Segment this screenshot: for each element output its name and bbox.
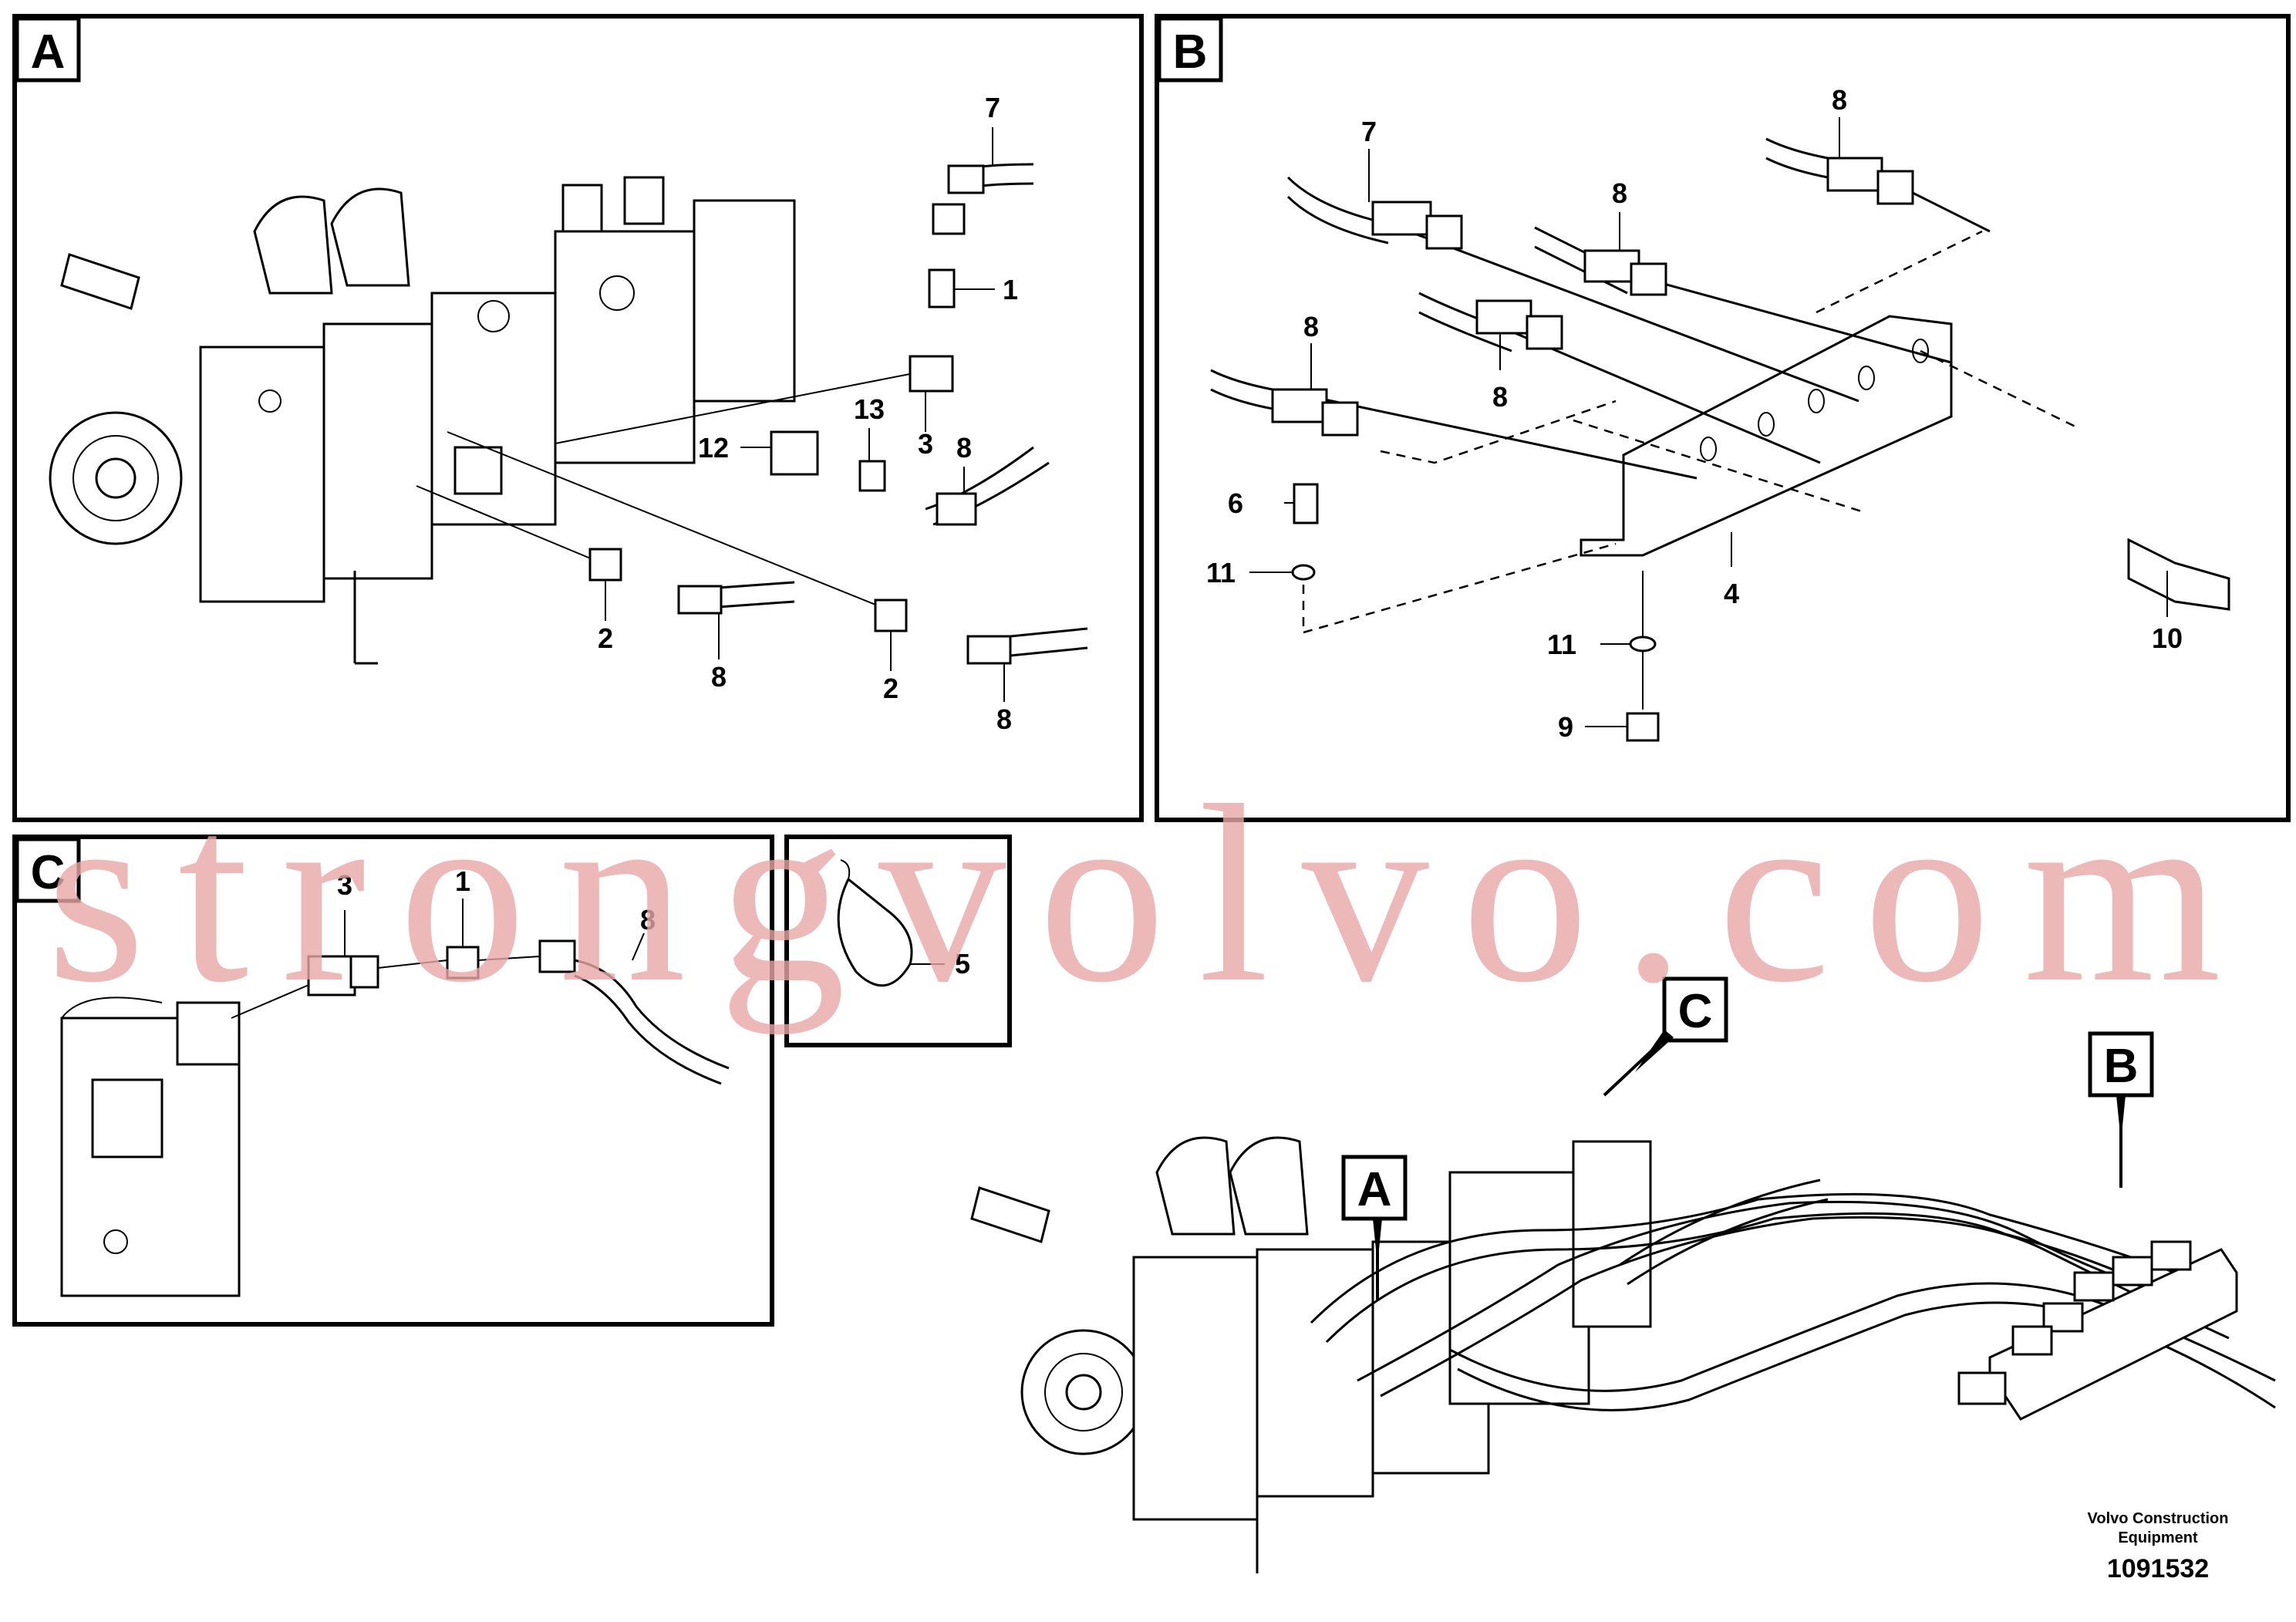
label-b-9: 9: [1558, 711, 1573, 743]
callout-c-box: [1662, 976, 1728, 1043]
credit-line-2: Equipment: [2118, 1529, 2198, 1546]
label-a-12: 12: [698, 432, 729, 464]
label-a-8-bottom: 8: [996, 703, 1012, 735]
panel-b-letter-box: [1157, 16, 1223, 83]
panel-b-letter: B: [1173, 25, 1208, 79]
washer-11-bottom: [1629, 636, 1657, 653]
label-a-2-left: 2: [598, 622, 613, 654]
callout-c-letter: C: [1678, 985, 1713, 1038]
fitting-2-left: [588, 548, 622, 582]
diagram-part-number: 1091532: [2107, 1554, 2209, 1583]
callout-b-box: [2088, 1031, 2154, 1098]
callout-b-letter: B: [2104, 1040, 2139, 1093]
label-a-8-middle: 8: [711, 661, 727, 693]
label-a-2-right: 2: [883, 673, 899, 704]
panel-d: 5: [784, 835, 1012, 1047]
panel-d-frame: [784, 835, 1012, 1047]
panel-a: A: [12, 14, 1144, 822]
label-b-8-top: 8: [1832, 84, 1847, 116]
fitting-2-right: [874, 599, 908, 632]
label-b-6: 6: [1228, 487, 1243, 519]
washer-11-top: [1291, 564, 1316, 581]
panel-b: B: [1155, 14, 2291, 822]
label-c-1: 1: [455, 865, 470, 897]
nut-9: [1626, 712, 1660, 742]
overview-assembly: A C B: [970, 976, 2276, 1573]
label-d-5: 5: [955, 948, 970, 980]
label-a-13: 13: [854, 393, 885, 425]
label-b-11-bottom: 11: [1547, 629, 1576, 660]
label-b-8-left: 8: [1303, 311, 1319, 342]
tee-12: [770, 430, 819, 476]
callout-a-letter: A: [1357, 1163, 1392, 1216]
label-c-8: 8: [640, 904, 656, 936]
clamp-5: [837, 877, 913, 987]
label-a-3: 3: [918, 428, 933, 460]
watermark-text: strongvolvo.com: [46, 754, 2221, 1035]
label-a-1: 1: [1003, 274, 1018, 305]
panel-a-frame: [12, 14, 1144, 822]
pump-detail-drawing: [60, 996, 241, 1297]
fitting-3: [909, 355, 954, 393]
panel-c: C 3 1 8: [12, 835, 774, 1327]
label-b-8-middle: 8: [1612, 177, 1627, 209]
panel-c-letter-box: [15, 837, 81, 903]
panel-c-frame: [12, 835, 774, 1327]
panel-b-frame: [1155, 14, 2291, 822]
label-b-11-top: 11: [1206, 557, 1236, 588]
label-b-4: 4: [1724, 578, 1739, 609]
label-c-3: 3: [337, 869, 352, 901]
panel-a-letter-box: [15, 16, 81, 83]
credit-line-1: Volvo Construction: [2088, 1510, 2229, 1527]
panel-c-letter: C: [31, 846, 66, 899]
pump-assembly-drawing: [49, 176, 796, 665]
bracket-4: [1580, 315, 1953, 557]
label-a-8-top: 8: [956, 432, 972, 464]
bolt-6: [1293, 483, 1319, 524]
label-b-10: 10: [2152, 622, 2183, 654]
fitting-13: [858, 460, 886, 492]
fitting-10: [2127, 538, 2230, 611]
label-b-8-lower: 8: [1492, 381, 1508, 413]
panel-a-letter: A: [31, 25, 66, 79]
label-b-7: 7: [1361, 116, 1377, 147]
fitting-1: [928, 268, 956, 309]
label-a-7: 7: [985, 92, 1000, 123]
